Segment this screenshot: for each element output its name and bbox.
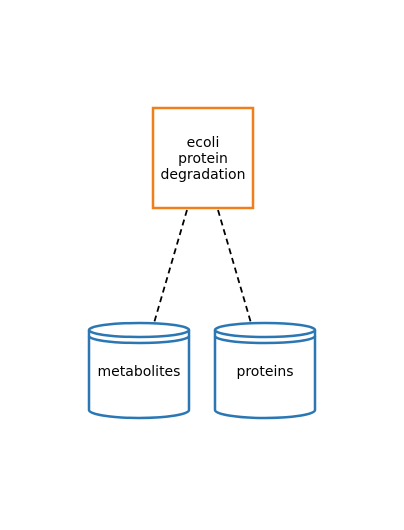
store-cylinder-metabolites-rim — [87, 335, 191, 345]
store-cylinder-proteins-top — [213, 321, 317, 339]
store-node-metabolites: metabolites — [87, 321, 191, 420]
store-label-metabolites: metabolites — [98, 364, 181, 380]
edge-process-to-proteins — [217, 209, 252, 324]
store-cylinder-metabolites — [87, 330, 191, 420]
process-label-line-2: protein — [178, 151, 228, 167]
edge-process-to-metabolites — [153, 209, 188, 324]
store-cylinder-proteins-rim — [213, 335, 317, 345]
process-label-line-3: degradation — [160, 167, 245, 183]
process-box — [151, 106, 255, 210]
process-label-line-1: ecoli — [187, 135, 220, 151]
store-cylinder-metabolites-top — [87, 321, 191, 339]
store-label-proteins: proteins — [236, 364, 293, 380]
process-node-ecoli-protein-degradation: ecoli protein degradation — [151, 106, 255, 210]
store-node-proteins: proteins — [213, 321, 317, 420]
store-cylinder-proteins — [213, 330, 317, 420]
